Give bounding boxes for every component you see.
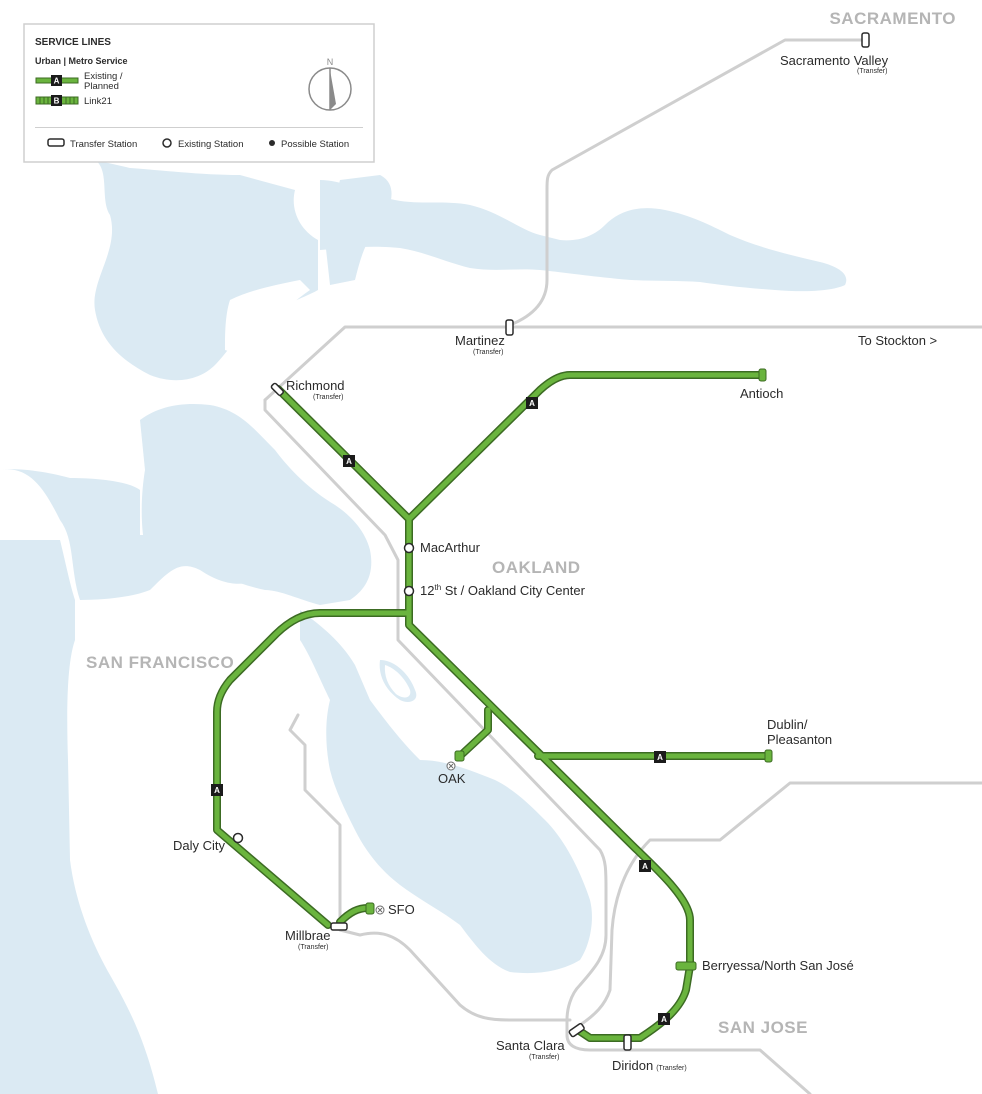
station-label-dublin: Dublin/ [767,717,808,732]
martinez-transfer-icon[interactable] [505,319,514,336]
macarthur-station-icon[interactable] [403,542,415,554]
sacramento-valley-transfer-icon[interactable] [861,32,870,48]
antioch-terminal [758,368,767,382]
legend-title: SERVICE LINES [35,37,111,48]
legend-existing-line-icon: A [35,75,79,86]
station-label-martinez: Martinez [455,333,505,348]
line-badges: A A A A A A [211,397,670,1025]
svg-text:N: N [327,57,334,67]
city-label-san-jose: SAN JOSE [718,1018,808,1037]
rail-sacramento-martinez [508,38,868,327]
rail-east-to-sanjose [578,781,982,1027]
legend-transfer-station-label: Transfer Station [70,139,137,150]
legend-possible-station-icon [269,140,275,146]
pacific-ocean [0,469,270,1094]
san-pablo-bay [320,180,847,292]
rail-east-west [263,325,982,402]
legend-subtitle: Urban | Metro Service [35,56,128,66]
city-label-san-francisco: SAN FRANCISCO [86,653,234,672]
airport-icon [375,905,385,915]
line-antioch [406,372,765,522]
station-label-diridon: Diridon(Transfer) [612,1058,687,1073]
label-to-stockton: To Stockton > [858,333,937,348]
legend-existing-label-1: Existing / [84,71,123,82]
station-label-sfo: SFO [388,902,415,917]
station-note-santa-clara: (Transfer) [529,1054,559,1061]
diridon-transfer-icon[interactable] [623,1034,632,1051]
legend-existing-label-2: Planned [84,81,119,92]
lower-bay [434,780,562,945]
station-note-martinez: (Transfer) [473,349,503,356]
city-label-oakland: OAKLAND [492,558,581,577]
station-label-santa-clara: Santa Clara [496,1038,565,1053]
rail-sf-peninsula [288,713,342,927]
legend-transfer-station-icon [47,138,65,147]
oak-terminal [454,750,465,762]
line-badge-a: A [639,860,651,872]
station-label-oak: OAK [438,771,466,786]
dublin-terminal [764,749,773,763]
line-terminals [365,368,773,971]
svg-text:A: A [214,786,220,795]
station-label-berryessa: Berryessa/North San José [702,958,854,973]
regional-rail [263,38,982,1094]
airport-icon [446,761,456,771]
svg-text:B: B [54,97,60,106]
svg-text:A: A [657,753,663,762]
line-sf-loop [214,610,412,928]
legend-possible-station-label: Possible Station [281,139,349,150]
legend-existing-station-icon [162,138,172,148]
station-note-millbrae: (Transfer) [298,944,328,951]
station-label-daly-city: Daly City [173,838,226,853]
station-label-millbrae: Millbrae [285,928,331,943]
legend-link21-label: Link21 [84,96,112,107]
richmond-transfer-icon[interactable] [270,382,284,396]
station-label-antioch: Antioch [740,386,783,401]
line-badge-a: A [343,455,355,467]
station-label-pleasanton: Pleasanton [767,732,832,747]
sfo-terminal [365,902,375,915]
station-label-sacramento-valley: Sacramento Valley [780,53,889,68]
santa-clara-transfer-icon[interactable] [568,1022,585,1038]
legend-existing-station-label: Existing Station [178,139,243,150]
legend: SERVICE LINES Urban | Metro Service A Ex… [23,23,375,163]
line-badge-a: A [211,784,223,796]
svg-text:A: A [642,862,648,871]
svg-text:A: A [54,77,60,86]
twelfth-st-station-icon[interactable] [403,585,415,597]
station-label-richmond: Richmond [286,378,345,393]
marin-peninsula [225,280,310,355]
bay-water [0,160,847,1094]
legend-divider [35,127,363,128]
land-features [225,280,411,698]
legend-link21-line-icon: B [35,95,79,106]
svg-text:A: A [346,457,352,466]
line-badge-a: A [526,397,538,409]
station-label-12th-st: 12th St / Oakland City Center [420,583,586,598]
station-label-macarthur: MacArthur [420,540,481,555]
san-francisco-bay [94,160,592,974]
station-note-richmond: (Transfer) [313,394,343,401]
stations [232,32,870,1051]
svg-text:A: A [661,1015,667,1024]
line-badge-a: A [654,751,666,763]
daly-city-station-icon[interactable] [232,832,244,844]
north-arrow-icon: N [308,57,352,111]
treasure-island [384,665,411,698]
berryessa-marker [675,961,697,971]
line-richmond-sanjose [275,386,693,1041]
rail-richmond-south [263,398,812,1094]
millbrae-transfer-icon[interactable] [330,922,348,931]
city-label-sacramento: SACRAMENTO [829,9,956,28]
svg-text:A: A [529,399,535,408]
line-oak-spur [457,707,491,759]
line-badge-a: A [658,1013,670,1025]
station-note-sacramento-valley: (Transfer) [857,68,887,75]
rail-peninsula [338,928,572,1022]
